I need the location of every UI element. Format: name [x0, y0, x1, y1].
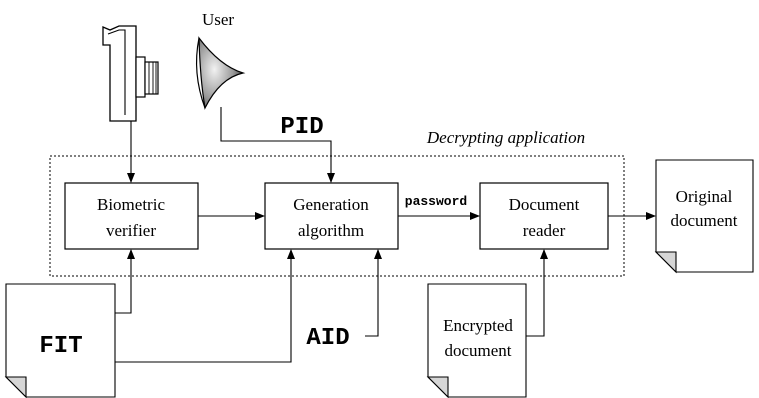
connectors	[115, 107, 656, 363]
biometric-verifier-box: Biometric verifier	[64, 182, 199, 250]
pid-label: PID	[280, 114, 323, 141]
generation-algorithm-label-line1: Generation	[293, 195, 369, 214]
arrow-encrypted-to-reader	[526, 249, 548, 337]
arrow-fit-to-verifier	[115, 249, 135, 314]
document-reader-label-line2: reader	[523, 221, 566, 240]
password-label: password	[405, 194, 467, 209]
document-reader-label-line1: Document	[509, 195, 580, 214]
encrypted-document-label-line2: document	[444, 341, 511, 360]
original-document: Original document	[654, 159, 754, 274]
decrypting-application-title: Decrypting application	[426, 128, 585, 147]
original-document-label-line1: Original	[676, 187, 733, 206]
arrow-pid-to-generation	[220, 107, 335, 183]
arrow-aid-to-generation	[365, 249, 382, 337]
generation-algorithm-box: Generation algorithm	[264, 182, 399, 250]
encrypted-document-label-line1: Encrypted	[443, 316, 513, 335]
arrow-fit-to-generation	[115, 249, 295, 363]
fit-document: FIT	[4, 283, 116, 398]
fit-label: FIT	[39, 333, 82, 360]
encrypted-document: Encrypted document	[426, 283, 527, 398]
biometric-verifier-label-line1: Biometric	[97, 195, 165, 214]
eye-icon	[195, 36, 246, 110]
aid-label: AID	[306, 325, 349, 352]
generation-algorithm-label-line2: algorithm	[298, 221, 364, 240]
camera-icon	[102, 25, 159, 122]
document-reader-box: Document reader	[479, 182, 609, 250]
original-document-label-line2: document	[670, 211, 737, 230]
user-label: User	[202, 10, 234, 29]
biometric-verifier-label-line2: verifier	[106, 221, 156, 240]
